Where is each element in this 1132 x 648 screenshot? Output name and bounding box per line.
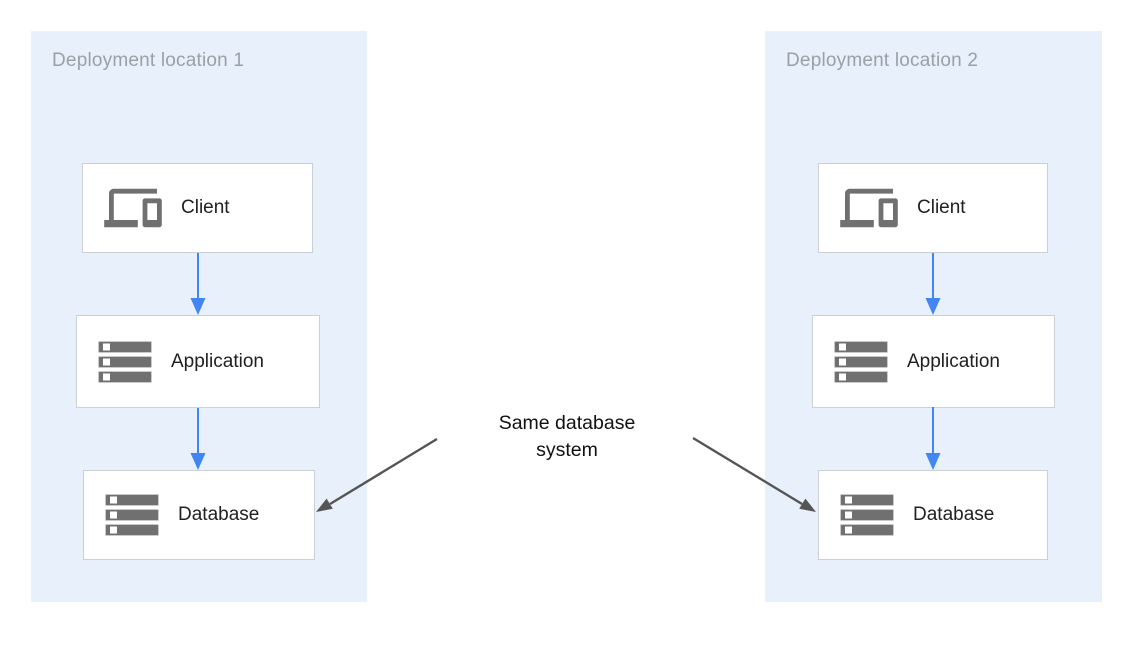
node-label: Database	[913, 504, 995, 525]
panel-title: Deployment location 1	[52, 50, 245, 71]
node-label: Client	[917, 197, 966, 218]
same-database-annotation: Same database system	[430, 410, 704, 464]
application-servers-icon	[98, 340, 152, 383]
deployment-location-1-panel: Deployment location 1 Client Application	[31, 31, 367, 602]
client-devices-icon	[840, 188, 898, 228]
client-node: Client	[818, 163, 1048, 253]
client-devices-icon	[104, 188, 162, 228]
database-node: Database	[83, 470, 315, 560]
panel-title: Deployment location 2	[786, 50, 979, 71]
database-node: Database	[818, 470, 1048, 560]
application-servers-icon	[834, 340, 888, 383]
annotation-line-1: Same database	[498, 412, 636, 434]
annotation-line-2: system	[536, 439, 598, 461]
node-label: Application	[907, 350, 1000, 372]
node-label: Database	[178, 504, 260, 525]
node-label: Application	[171, 350, 264, 372]
application-node: Application	[76, 315, 320, 408]
client-node: Client	[82, 163, 313, 253]
node-label: Client	[181, 197, 230, 218]
database-servers-icon	[105, 494, 159, 536]
deployment-location-2-panel: Deployment location 2 Client Application	[765, 31, 1102, 602]
application-node: Application	[812, 315, 1055, 408]
database-servers-icon	[840, 494, 894, 536]
